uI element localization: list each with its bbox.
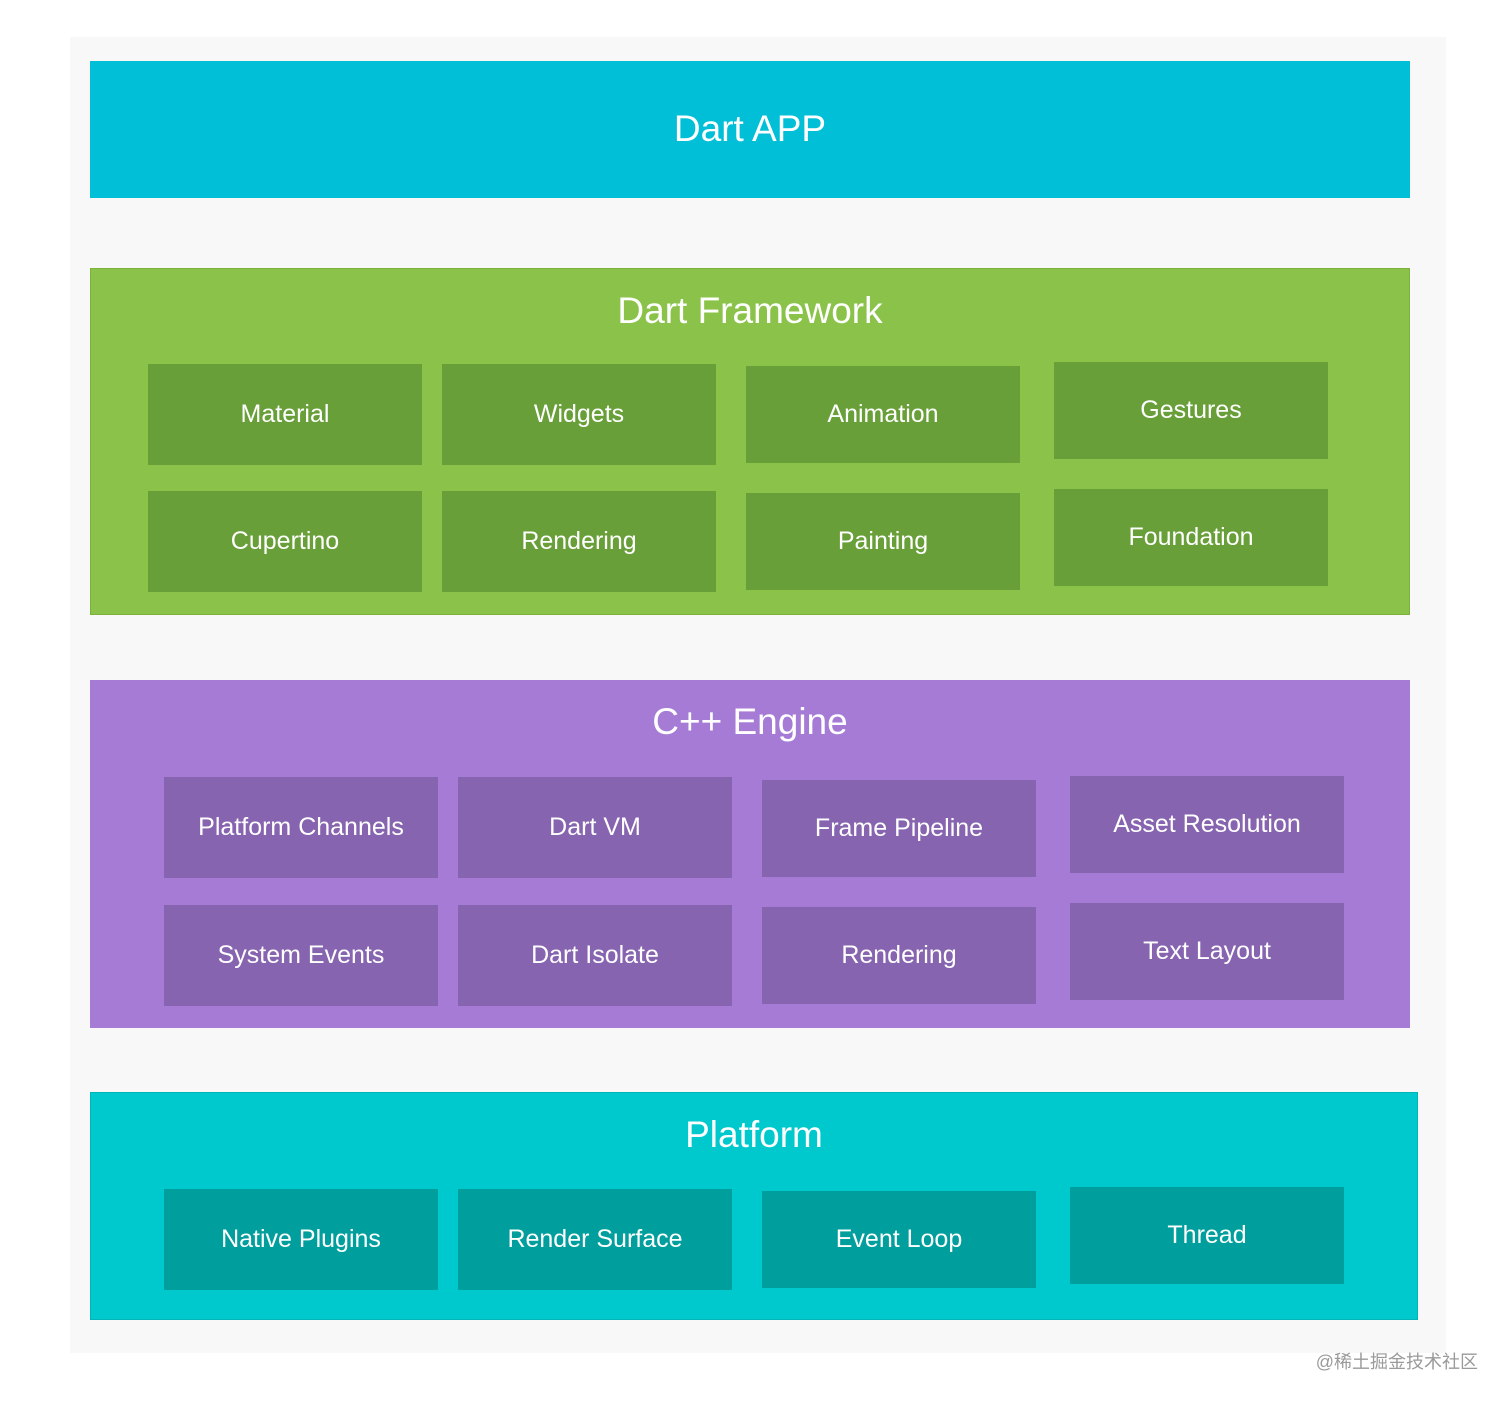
layer-title-dart-app: Dart APP <box>673 108 827 149</box>
block-thread: Thread <box>1070 1187 1344 1284</box>
block-widgets: Widgets <box>442 364 716 465</box>
layer-title-dart-framework: Dart Framework <box>617 290 883 331</box>
block-dart-vm: Dart VM <box>458 777 732 878</box>
block-event-loop: Event Loop <box>762 1191 1036 1288</box>
block-animation: Animation <box>746 366 1020 463</box>
layer-dart-app: Dart APP <box>90 61 1410 198</box>
layer-title-platform: Platform <box>685 1114 823 1155</box>
block-gestures: Gestures <box>1054 362 1328 459</box>
block-dart-isolate: Dart Isolate <box>458 905 732 1006</box>
block-frame-pipeline: Frame Pipeline <box>762 780 1036 877</box>
block-system-events: System Events <box>164 905 438 1006</box>
watermark-text: @稀土掘金技术社区 <box>1315 1352 1478 1372</box>
block-platform-channels: Platform Channels <box>164 777 438 878</box>
block-native-plugins: Native Plugins <box>164 1189 438 1290</box>
block-painting: Painting <box>746 493 1020 590</box>
block-rendering-framework: Rendering <box>442 491 716 592</box>
block-text-layout: Text Layout <box>1070 903 1344 1000</box>
block-foundation: Foundation <box>1054 489 1328 586</box>
block-cupertino: Cupertino <box>148 491 422 592</box>
layer-title-cpp-engine: C++ Engine <box>652 701 848 742</box>
block-rendering-engine: Rendering <box>762 907 1036 1004</box>
block-render-surface: Render Surface <box>458 1189 732 1290</box>
block-material: Material <box>148 364 422 465</box>
block-asset-resolution: Asset Resolution <box>1070 776 1344 873</box>
